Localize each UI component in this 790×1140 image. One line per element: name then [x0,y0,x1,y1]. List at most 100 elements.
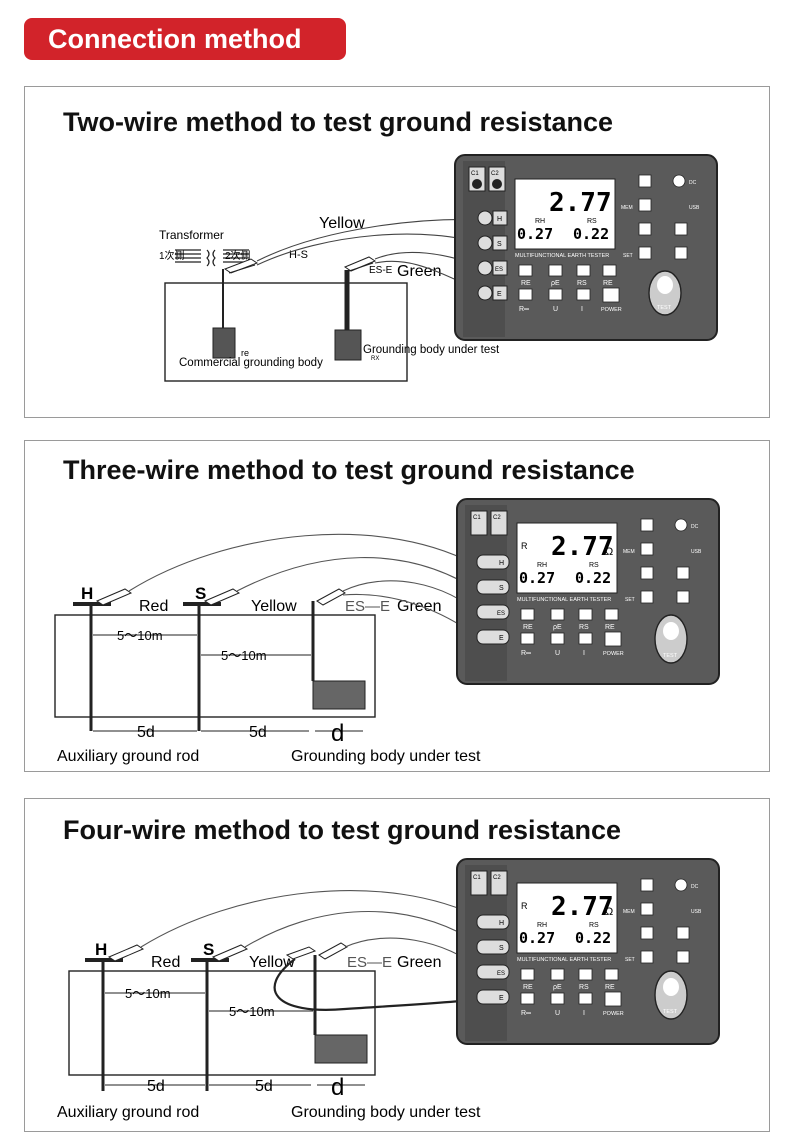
svg-text:I: I [583,650,585,657]
svg-text:USB: USB [691,909,702,915]
lcd-rh-label: RH [535,218,545,225]
svg-text:SET: SET [625,597,635,603]
lcd-main-reading: 2.77 [551,532,614,562]
test-button: TEST [654,614,688,664]
svg-text:C1: C1 [473,515,481,521]
lcd-rs-reading: 0.22 [575,929,611,947]
svg-text:RE: RE [523,984,533,991]
svg-text:RS: RS [579,984,589,991]
four-wire-panel: Four-wire method to test ground resistan… [24,798,770,1132]
lcd-screen [514,178,616,250]
lcd-unit: Ω [605,546,613,558]
dc-label: DC [689,180,697,186]
aux-rod-label: Auxiliary ground rod [57,748,199,765]
test-button: TEST [654,970,688,1020]
svg-text:ES: ES [495,267,503,273]
btn-label-re2: RE [603,280,613,287]
soil-box [164,282,408,382]
btn-label-rs: RS [577,280,587,287]
terminal-h: H [476,914,510,930]
s-label: S [203,940,214,959]
dist2-label: 5～10m [221,648,267,663]
body-under-test-label: Grounding body under test [291,748,481,765]
lcd-rs-reading: 0.22 [575,569,611,587]
red-label: Red [139,598,168,615]
button-grid [518,264,620,303]
svg-text:TEST: TEST [657,305,672,311]
btn-label-u: U [553,306,558,313]
primary-label: 1次侧 [159,249,185,262]
soil-box [68,970,376,1076]
two-wire-diagram: Transformer 1次侧 2次侧 re Commercial ground… [159,215,500,382]
lcd-screen [516,882,618,954]
svg-text:POWER: POWER [603,1011,624,1017]
svg-text:H: H [499,920,504,927]
lcd-screen [516,522,618,594]
four-wire-title: Four-wire method to test ground resistan… [63,815,622,845]
h-label: H [81,584,93,603]
d2-label: 5d [249,724,267,741]
svg-text:POWER: POWER [603,651,624,657]
test-button: TEST [648,270,682,316]
btn-label-re: RE [521,280,531,287]
lcd-r-label: R [521,901,528,911]
green-label: Green [397,954,441,971]
ese-lead-label: ES-E [369,265,393,276]
side-buttons [640,878,690,964]
commercial-body-label: Commercial grounding body [179,357,323,369]
svg-text:RE: RE [605,984,615,991]
lcd-rh-reading: 0.27 [519,929,555,947]
grounding-body-under-test [314,1034,368,1064]
lcd-rs-label: RS [589,922,599,929]
lcd-rh-reading: 0.27 [517,225,553,243]
hs-lead-label: H-S [289,249,308,261]
aux-rod-label: Auxiliary ground rod [57,1104,199,1121]
d1-label: 5d [137,724,155,741]
svg-text:SET: SET [625,957,635,963]
ese-label: ES—E [347,954,392,971]
dist1-label: 5～10m [125,986,171,1001]
lcd-rs-label: RS [587,218,597,225]
model-label: MULTIFUNCTIONAL EARTH TESTER [517,957,611,963]
usb-label: USB [689,205,700,211]
transformer-icon [175,249,249,267]
four-wire-diagram: H S Red Yellow ES—E Green 5～10m 5～10m 5d… [57,890,484,1121]
soil-box [54,614,376,718]
body-under-test-label: Grounding body under test [363,344,500,356]
btn-label-pe: ρE [551,280,560,287]
terminal-s: S [477,235,508,251]
set-label: SET [623,253,633,259]
model-label: MULTIFUNCTIONAL EARTH TESTER [515,253,609,259]
dist2-label: 5～10m [229,1004,275,1019]
svg-text:RS: RS [579,624,589,631]
d1-label: 5d [147,1078,165,1095]
svg-text:RE: RE [523,624,533,631]
button-grid [520,968,622,1007]
svg-text:E: E [497,291,502,298]
green-label: Green [397,263,441,280]
e-wire-loop [273,958,484,1011]
d-label: d [331,1074,344,1101]
btn-label-rdc: R═ [519,306,529,313]
svg-text:S: S [497,241,502,248]
terminal-s: S [476,939,510,955]
svg-text:H: H [497,216,502,223]
re-label: re [241,348,249,358]
two-wire-title: Two-wire method to test ground resistanc… [63,107,614,137]
lcd-rh-reading: 0.27 [519,569,555,587]
terminal-e: E [476,989,510,1005]
svg-text:ES: ES [497,611,505,617]
svg-text:ρE: ρE [553,984,562,991]
svg-text:USB: USB [691,549,702,555]
ese-label: ES—E [345,598,390,615]
lcd-unit: Ω [605,906,613,918]
svg-text:ρE: ρE [553,624,562,631]
svg-text:R═: R═ [521,650,531,657]
svg-text:U: U [555,1010,560,1017]
body-under-test-label: Grounding body under test [291,1104,481,1121]
svg-text:C2: C2 [493,875,501,881]
terminal-h: H [476,554,510,570]
wires [128,533,484,642]
clip-ese [343,256,377,272]
svg-text:C2: C2 [493,515,501,521]
